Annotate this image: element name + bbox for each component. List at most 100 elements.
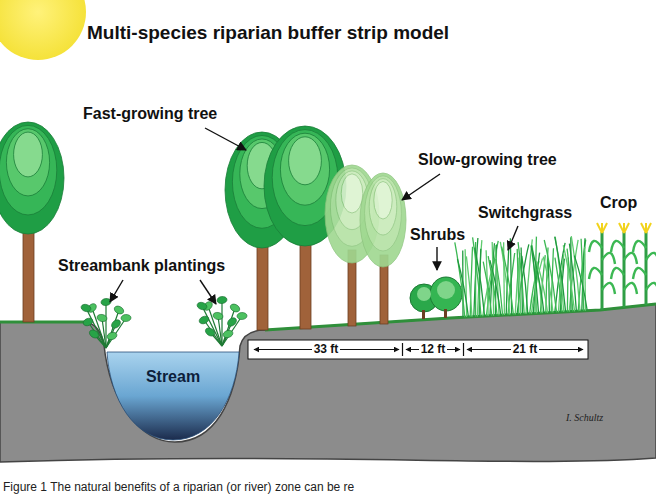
plant-stem <box>106 310 119 348</box>
grass-blade <box>490 260 501 315</box>
plant-stem <box>106 318 126 348</box>
corn-tassel <box>646 223 651 233</box>
corn-leaf <box>602 253 615 264</box>
artist-signature: I. Schultz <box>566 412 603 424</box>
plant-leaf <box>113 305 125 316</box>
crown-layer <box>280 133 329 205</box>
grass-blade <box>517 244 529 314</box>
water <box>107 352 239 440</box>
plant-leaf <box>196 301 208 311</box>
corn-leaf <box>589 268 602 279</box>
slow-tree-crown <box>360 173 406 267</box>
grass-blade <box>581 239 584 311</box>
switchgrass <box>455 236 587 317</box>
corn-tassel <box>619 223 624 233</box>
corn-leaf <box>633 241 646 252</box>
crown-layer <box>6 129 49 196</box>
grass-blade <box>502 247 514 315</box>
dimension-label: 33 ft <box>312 342 341 357</box>
grass-blade <box>518 242 524 314</box>
corn-stalk <box>645 232 648 305</box>
plant-leaf <box>237 312 247 320</box>
grass-blade <box>522 256 528 314</box>
corn-plant <box>633 223 656 305</box>
grass-blade <box>544 240 556 312</box>
crown-layer <box>14 132 43 177</box>
corn-leaf <box>646 283 656 294</box>
plant-leaf <box>212 311 223 320</box>
corn-leaf <box>646 253 656 264</box>
grass-blade <box>457 259 468 317</box>
stream-shape <box>104 348 242 442</box>
plant-leaf <box>96 313 107 322</box>
plant-leaf <box>82 317 94 327</box>
grass-blade <box>466 256 472 317</box>
corn-tassel <box>641 223 646 233</box>
grass-blade <box>531 246 538 313</box>
plant-leaf <box>217 296 228 304</box>
corn-leaf <box>611 241 624 252</box>
grass-blade <box>475 248 485 317</box>
plant-stem <box>86 308 106 348</box>
part-label: Slow-growing tree <box>418 150 557 169</box>
plant-leaf <box>229 303 241 314</box>
corn-tassel <box>624 223 629 233</box>
grass-blade <box>563 245 574 311</box>
plant-leaf <box>226 316 238 328</box>
shrubs <box>410 277 462 319</box>
part-label: Streambank plantings <box>58 256 225 275</box>
plant-leaf <box>110 318 122 330</box>
ground <box>0 304 656 462</box>
plant-leaf <box>121 314 131 322</box>
corn-leaf <box>624 283 637 294</box>
crown-layer <box>369 179 397 235</box>
corn-leaf <box>602 283 615 294</box>
dimension-bar <box>248 340 588 359</box>
corn-leaf <box>633 268 646 279</box>
diagram-title: Multi-species riparian buffer strip mode… <box>87 22 449 45</box>
crown-layer <box>365 176 402 251</box>
stream-label: Stream <box>104 348 242 386</box>
plant-stem <box>208 306 222 346</box>
corn-plants <box>589 223 656 310</box>
plant-leaf <box>222 329 234 339</box>
corn-stalk <box>601 232 604 310</box>
grass-blade <box>496 259 503 315</box>
grass-blade <box>569 244 576 312</box>
grass-blade <box>582 238 585 311</box>
plant-leaf <box>204 326 216 337</box>
corn-stalk <box>623 232 626 307</box>
corn-tassel <box>602 223 607 233</box>
part-label: Shrubs <box>410 225 465 244</box>
crown-layer <box>289 137 322 185</box>
streambank-plantings <box>80 296 247 348</box>
part-label: Switchgrass <box>478 203 572 222</box>
crown-layer <box>0 125 57 215</box>
figure-caption: Figure 1 The natural benefits of a ripar… <box>3 480 354 494</box>
crown-layer <box>0 122 64 234</box>
grass-blade <box>510 238 511 314</box>
dimension-label: 21 ft <box>511 342 540 357</box>
grass-blade <box>574 256 587 311</box>
grass-blade <box>455 242 465 317</box>
stream-water: Stream <box>104 348 242 442</box>
corn-leaf <box>589 241 602 252</box>
sun <box>0 0 86 60</box>
streambank-plant <box>80 298 131 348</box>
crown-layer <box>341 174 363 213</box>
part-label: Fast-growing tree <box>83 104 217 123</box>
fast-tree-crown <box>0 122 64 234</box>
plant-leaf <box>80 303 92 313</box>
crown-layer <box>360 173 406 267</box>
streambank-plant <box>196 296 247 346</box>
plant-stem <box>222 308 235 346</box>
corn-leaf <box>624 253 637 264</box>
plant-leaf <box>88 328 100 339</box>
corn-plant <box>589 223 615 310</box>
part-label: Crop <box>600 193 637 212</box>
dimension-label: 12 ft <box>419 342 448 357</box>
crown-layer <box>374 181 392 219</box>
grass-blade <box>543 257 553 313</box>
grass-blade <box>486 241 498 316</box>
